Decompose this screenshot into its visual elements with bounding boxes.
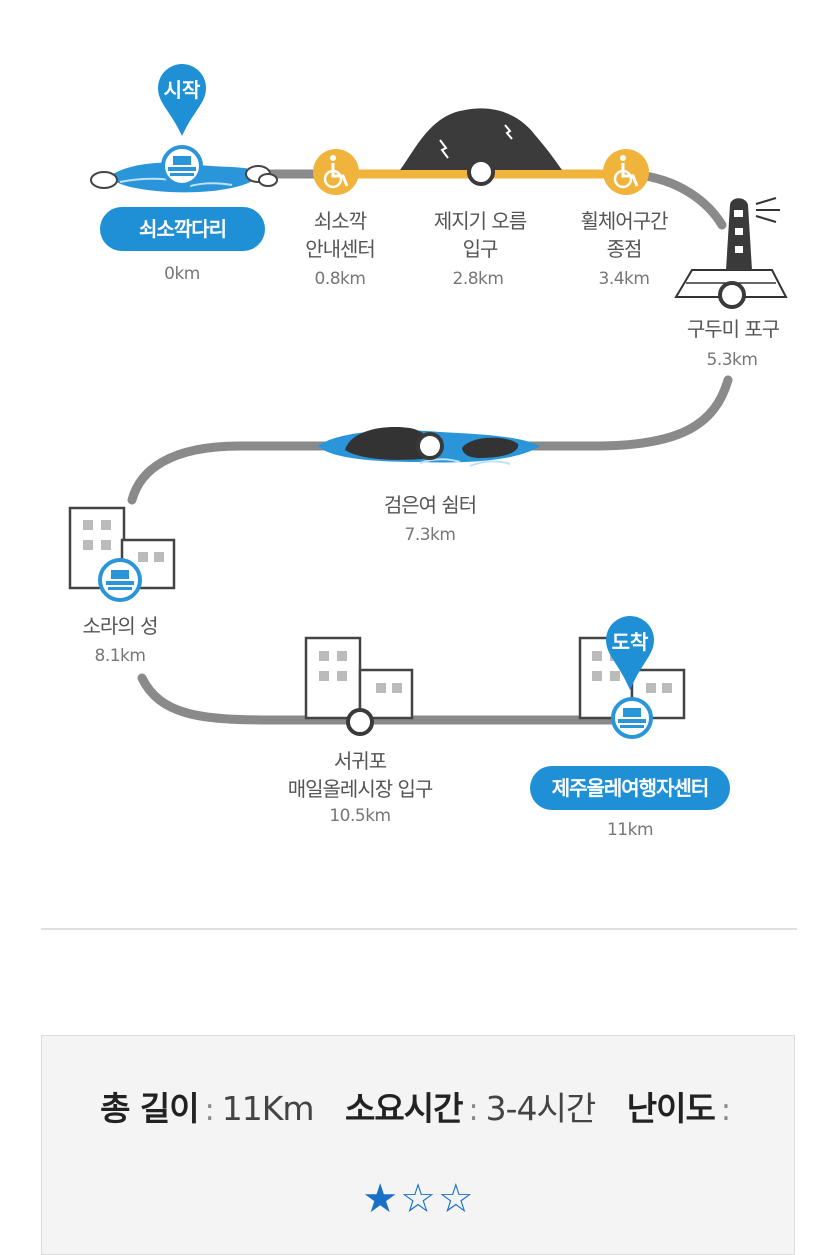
stop-s2-name: 쇠소깍 안내센터 (305, 209, 376, 261)
time-label: 소요시간 (345, 1089, 463, 1128)
stop-s9-marker-icon (611, 697, 653, 739)
star-empty-icon: ☆ (437, 1176, 476, 1222)
start-pin-label: 시작 (164, 78, 201, 102)
stop-s9-name-pill: 제주올레여행자센터 (530, 766, 730, 810)
route-map: 시작 (68, 64, 788, 739)
buildings-market-illustration (304, 636, 414, 720)
stop-s6-name: 검은여 쉼터 (383, 493, 477, 517)
stop-s2-distance: 0.8km (314, 269, 366, 289)
stop-s2-wheelchair-icon (313, 149, 359, 195)
difficulty-label: 난이도 (626, 1089, 716, 1128)
stop-s7-name: 소라의 성 (82, 614, 159, 638)
buildings-end-illustration (578, 636, 686, 720)
start-pin-icon: 시작 (158, 64, 206, 136)
stop-s5-marker-icon (718, 281, 746, 309)
stop-s1-distance: 0km (164, 264, 200, 284)
length-value: 11Km (221, 1089, 315, 1128)
stop-s1-marker-icon (161, 145, 203, 187)
end-pin-label: 도착 (612, 630, 649, 654)
stop-s8-marker-icon (346, 708, 374, 736)
stop-s4-wheelchair-icon (603, 149, 649, 195)
time-value: 3-4시간 (485, 1089, 597, 1128)
course-info-line: 총 길이:11Km 소요시간:3-4시간 난이도: (100, 1089, 731, 1128)
length-label: 총 길이 (100, 1089, 200, 1128)
course-info-box: 총 길이:11Km 소요시간:3-4시간 난이도: ★☆☆ (41, 1035, 795, 1255)
stop-s3-marker-icon (467, 158, 495, 186)
stop-s7-marker-icon (98, 558, 142, 602)
stop-s9-distance: 11km (606, 820, 654, 840)
stop-s4-distance: 3.4km (598, 269, 650, 289)
stop-s7-distance: 8.1km (94, 646, 146, 666)
stop-s8-name: 서귀포 매일올레시장 입구 (287, 749, 434, 801)
stop-s6-distance: 7.3km (404, 525, 456, 545)
mountain-illustration (400, 108, 562, 170)
stop-s3-name: 제지기 오름 입구 (433, 209, 527, 261)
stop-s5-name: 구두미 포구 (686, 317, 780, 341)
stop-s1-name-pill: 쇠소깍다리 (100, 207, 265, 251)
end-pin-icon: 도착 (606, 616, 654, 690)
stop-s8-distance: 10.5km (329, 806, 391, 826)
stop-s4-name: 휠체어구간 종점 (580, 209, 669, 261)
stop-s5-distance: 5.3km (706, 350, 758, 370)
star-empty-icon: ☆ (400, 1176, 438, 1222)
stop-s3-distance: 2.8km (452, 269, 504, 289)
star-filled-icon: ★ (362, 1176, 401, 1222)
section-divider (41, 928, 797, 930)
difficulty-stars: ★☆☆ (42, 1176, 796, 1222)
stop-s6-marker-icon (416, 432, 444, 460)
